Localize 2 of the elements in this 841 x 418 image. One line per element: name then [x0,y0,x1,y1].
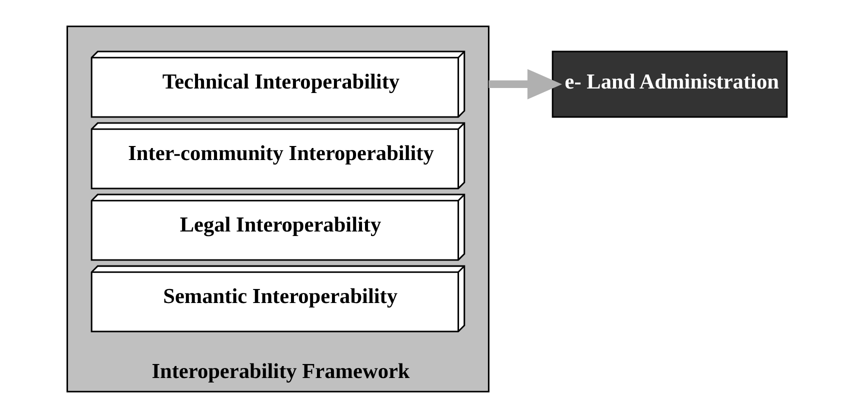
arrow [488,69,562,100]
node-box: e- Land Administration [551,50,788,118]
